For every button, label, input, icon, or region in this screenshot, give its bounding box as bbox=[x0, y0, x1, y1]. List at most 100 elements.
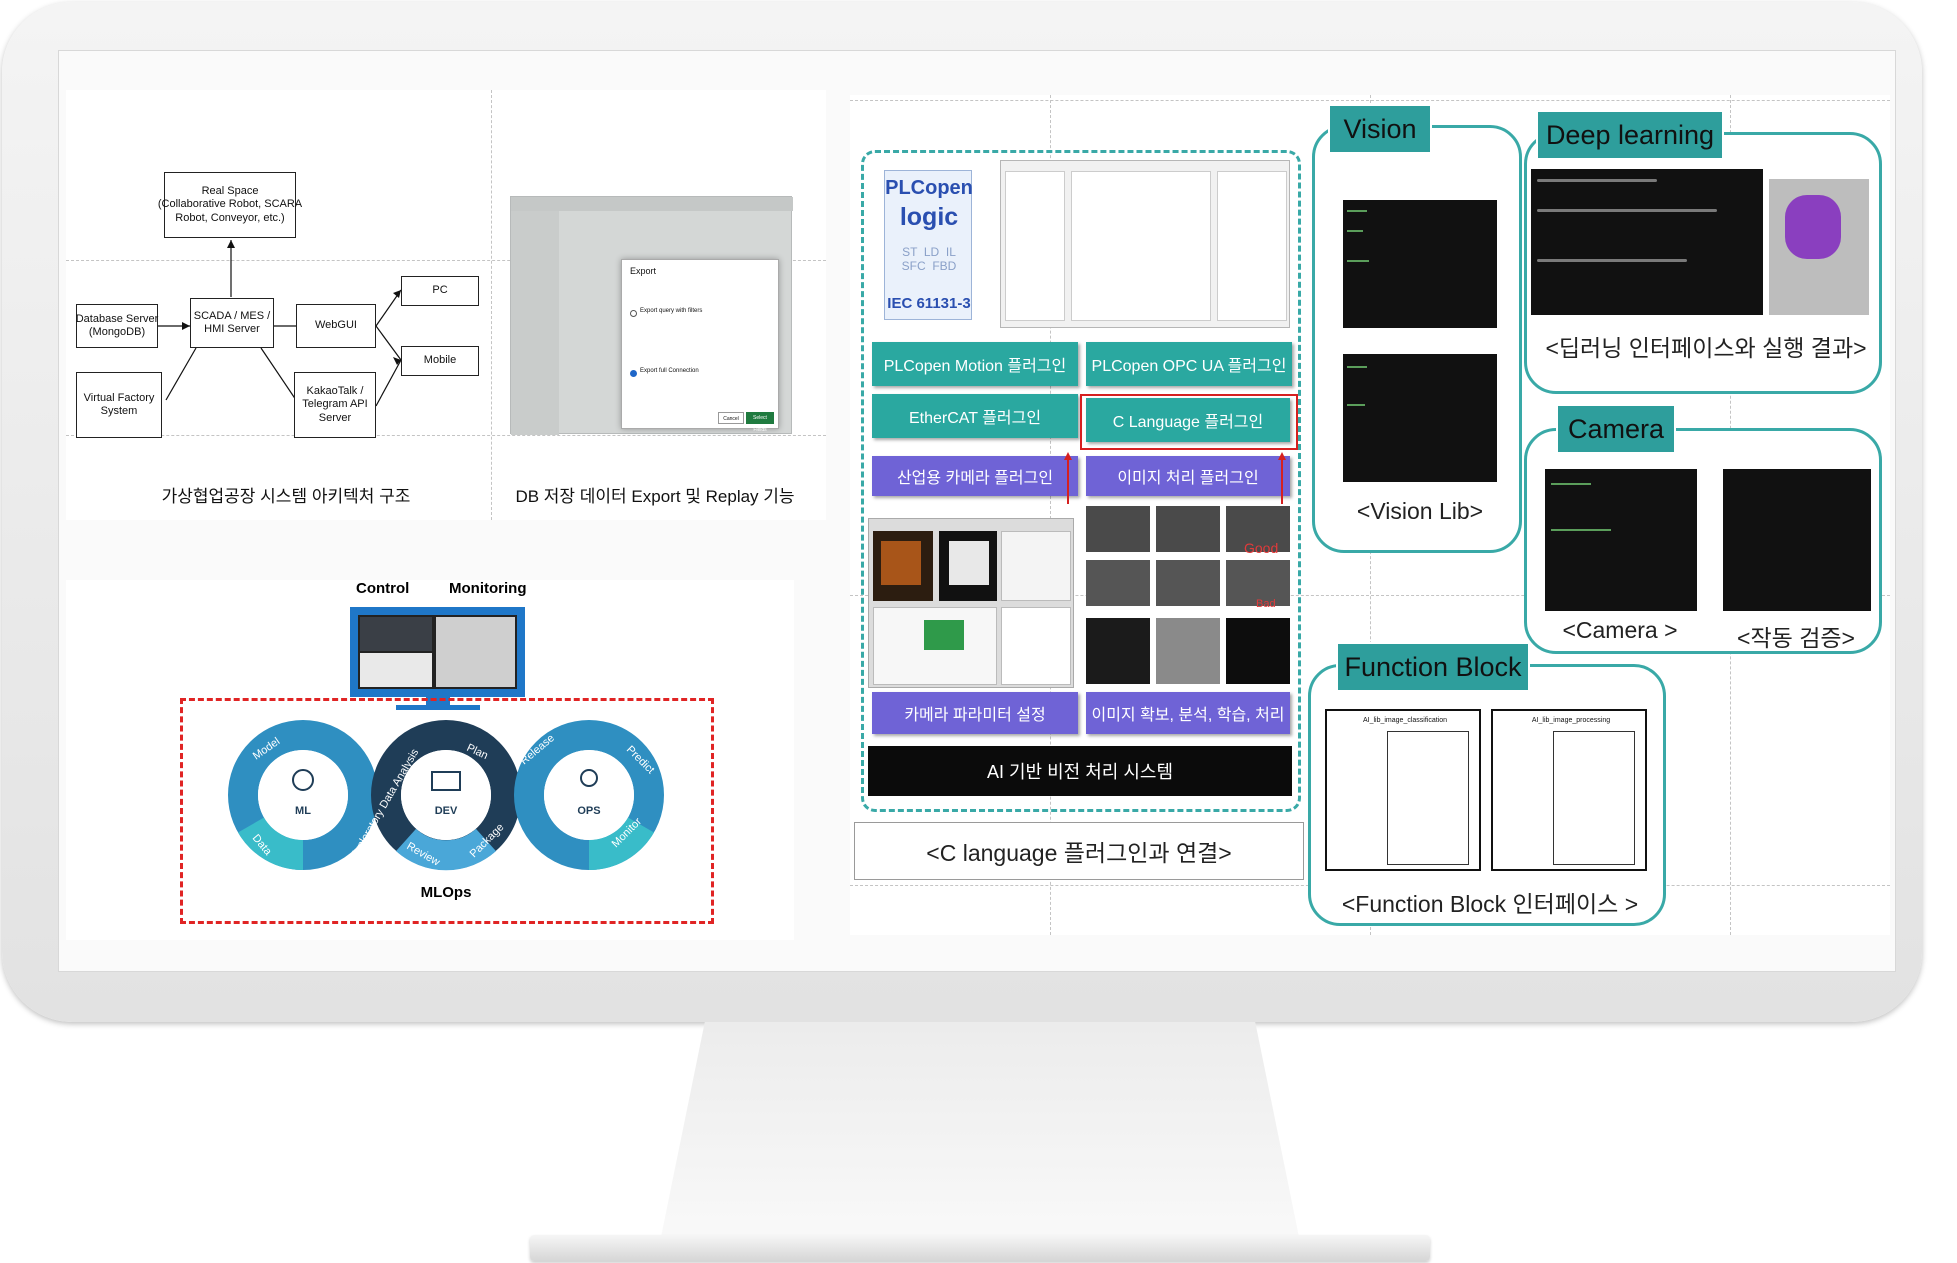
vision-tag: Vision bbox=[1328, 104, 1432, 154]
vision-group: <Vision Lib> bbox=[1312, 125, 1522, 553]
camera-console bbox=[1545, 469, 1697, 611]
deep-learning-tag: Deep learning bbox=[1536, 110, 1724, 160]
mlops-title: MLOps bbox=[420, 884, 472, 901]
console-line bbox=[1537, 259, 1687, 262]
data-arc bbox=[238, 816, 304, 871]
control-monitor-icon bbox=[350, 607, 525, 697]
ide-properties-panel bbox=[1217, 171, 1287, 321]
ml-label: ML bbox=[295, 805, 311, 817]
export-cancel-button[interactable]: Cancel bbox=[718, 412, 744, 424]
chip-thumb bbox=[1086, 560, 1150, 606]
clang-connectors bbox=[1064, 452, 1286, 504]
industrial-camera-plugin: 산업용 카메라 플러그인 bbox=[872, 456, 1078, 496]
brain-icon bbox=[292, 769, 314, 791]
deep-learning-caption: <딥러닝 인터페이스와 실행 결과> bbox=[1545, 335, 1867, 361]
export-dialog: Export Export query with filters Export … bbox=[621, 259, 779, 433]
control-monitor-base bbox=[396, 705, 480, 710]
function-block-2: AI_lib_image_processing bbox=[1491, 709, 1647, 871]
mobile-box: Mobile bbox=[401, 346, 479, 376]
camera-log-panel bbox=[1001, 607, 1071, 685]
monitor-stand-base bbox=[530, 1235, 1430, 1261]
app-sidebar bbox=[511, 211, 559, 435]
camera-settings-panel bbox=[1001, 531, 1071, 601]
control-monitor-neck bbox=[426, 697, 450, 705]
ide-tree-panel bbox=[1005, 171, 1065, 321]
export-confirm-button[interactable]: Select Fields bbox=[746, 412, 774, 433]
plc-group-frame bbox=[861, 150, 1301, 812]
camera-param-screenshot bbox=[868, 518, 1074, 688]
operation-verification-caption: <작동 검증> bbox=[1737, 625, 1855, 651]
code-line bbox=[1347, 230, 1363, 232]
table-thumb bbox=[360, 653, 432, 687]
fb2-body bbox=[1553, 731, 1635, 865]
camera-preview-orange bbox=[873, 531, 933, 601]
monitor-arc bbox=[588, 816, 654, 871]
mlops-cycle: ML DEV OPS Model Data Exploratory Data A… bbox=[228, 720, 664, 871]
plc-ide-screenshot bbox=[1000, 160, 1290, 328]
camera-group: <Camera > <작동 검증> bbox=[1524, 428, 1882, 654]
c-language-caption: <C language 플러그인과 연결> bbox=[854, 822, 1304, 880]
fb2-title: AI_lib_image_processing bbox=[1531, 717, 1611, 724]
image-processing-plugin: 이미지 처리 플러그인 bbox=[1086, 456, 1290, 496]
pc-box: PC bbox=[401, 276, 479, 306]
dev-label: DEV bbox=[435, 805, 458, 817]
grid-line bbox=[1050, 95, 1051, 935]
ml-hub bbox=[258, 750, 348, 840]
control-label: Control bbox=[356, 580, 410, 597]
robot-thumb bbox=[436, 617, 515, 687]
code-line bbox=[1551, 529, 1611, 531]
database-server-box: Database Server (MongoDB) bbox=[76, 304, 158, 348]
camera-tag: Camera bbox=[1556, 404, 1676, 454]
logo-title-1: PLCopen bbox=[885, 177, 973, 199]
chip-thumb bbox=[1226, 506, 1290, 552]
logo-standard: IEC 61131-3 bbox=[887, 295, 971, 312]
camera-color-map bbox=[924, 620, 964, 650]
dark-thumb bbox=[1226, 618, 1290, 684]
deep-learning-console bbox=[1531, 169, 1763, 315]
webgui-box: WebGUI bbox=[296, 304, 376, 348]
ai-vision-system-banner: AI 기반 비전 처리 시스템 bbox=[868, 746, 1292, 796]
camera-caption: <Camera > bbox=[1562, 617, 1678, 643]
grid-line bbox=[491, 90, 492, 520]
radio-option-1[interactable] bbox=[630, 310, 637, 317]
db-export-screenshot: Export Export query with filters Export … bbox=[510, 196, 793, 435]
logo-langs: ST LD IL SFC FBD bbox=[901, 245, 957, 273]
c-language-plugin: C Language 플러그인 bbox=[1086, 398, 1290, 442]
board-thumb bbox=[1086, 618, 1150, 684]
radio-option-2[interactable] bbox=[630, 370, 637, 377]
code-line bbox=[1347, 210, 1367, 212]
function-block-caption: <Function Block 인터페이스 > bbox=[1341, 891, 1639, 917]
plcopen-opcua-plugin: PLCopen OPC UA 플러그인 bbox=[1086, 342, 1292, 386]
dev-hub bbox=[401, 750, 491, 840]
logo-title-2: logic bbox=[899, 203, 959, 231]
scada-server-box: SCADA / MES / HMI Server bbox=[190, 298, 274, 348]
deep-learning-result-image bbox=[1769, 179, 1869, 315]
function-block-tag: Function Block bbox=[1336, 642, 1530, 692]
camera-parameter-setting: 카메라 파라미터 설정 bbox=[872, 692, 1078, 734]
function-block-1: AI_lib_image_classification bbox=[1325, 709, 1481, 871]
kakaotalk-box: KakaoTalk / Telegram API Server bbox=[294, 372, 376, 438]
grid-line bbox=[66, 260, 826, 261]
mlops-pane: Control Monitoring ML DEV OPS Model D bbox=[66, 580, 794, 940]
chip-thumb bbox=[1156, 506, 1220, 552]
camera-preview-highlight bbox=[881, 541, 921, 585]
code-line bbox=[1347, 260, 1369, 262]
control-monitor-display bbox=[358, 615, 517, 689]
camera-property-list bbox=[873, 607, 997, 685]
monitor-stand-neck bbox=[660, 1022, 1300, 1242]
detected-object bbox=[1785, 195, 1841, 259]
fb1-title: AI_lib_image_classification bbox=[1362, 717, 1448, 724]
dashboard-thumb bbox=[360, 617, 432, 651]
good-label: Good bbox=[1244, 540, 1279, 556]
image-acquisition-analysis: 이미지 확보, 분석, 학습, 처리 bbox=[1086, 692, 1290, 734]
ide-editor-panel bbox=[1071, 171, 1211, 321]
image-processing-grid: Good Bad bbox=[1086, 506, 1290, 684]
function-block-group: AI_lib_image_classification AI_lib_image… bbox=[1308, 664, 1666, 926]
surface-thumb bbox=[1156, 618, 1220, 684]
code-line bbox=[1347, 366, 1367, 368]
support-agent-icon bbox=[580, 769, 598, 787]
export-dialog-title: Export bbox=[630, 266, 657, 276]
db-export-caption: DB 저장 데이터 Export 및 Replay 기능 bbox=[515, 487, 795, 506]
clang-highlight-frame bbox=[1080, 394, 1298, 450]
export-option-1: Export query with filters bbox=[640, 308, 703, 314]
